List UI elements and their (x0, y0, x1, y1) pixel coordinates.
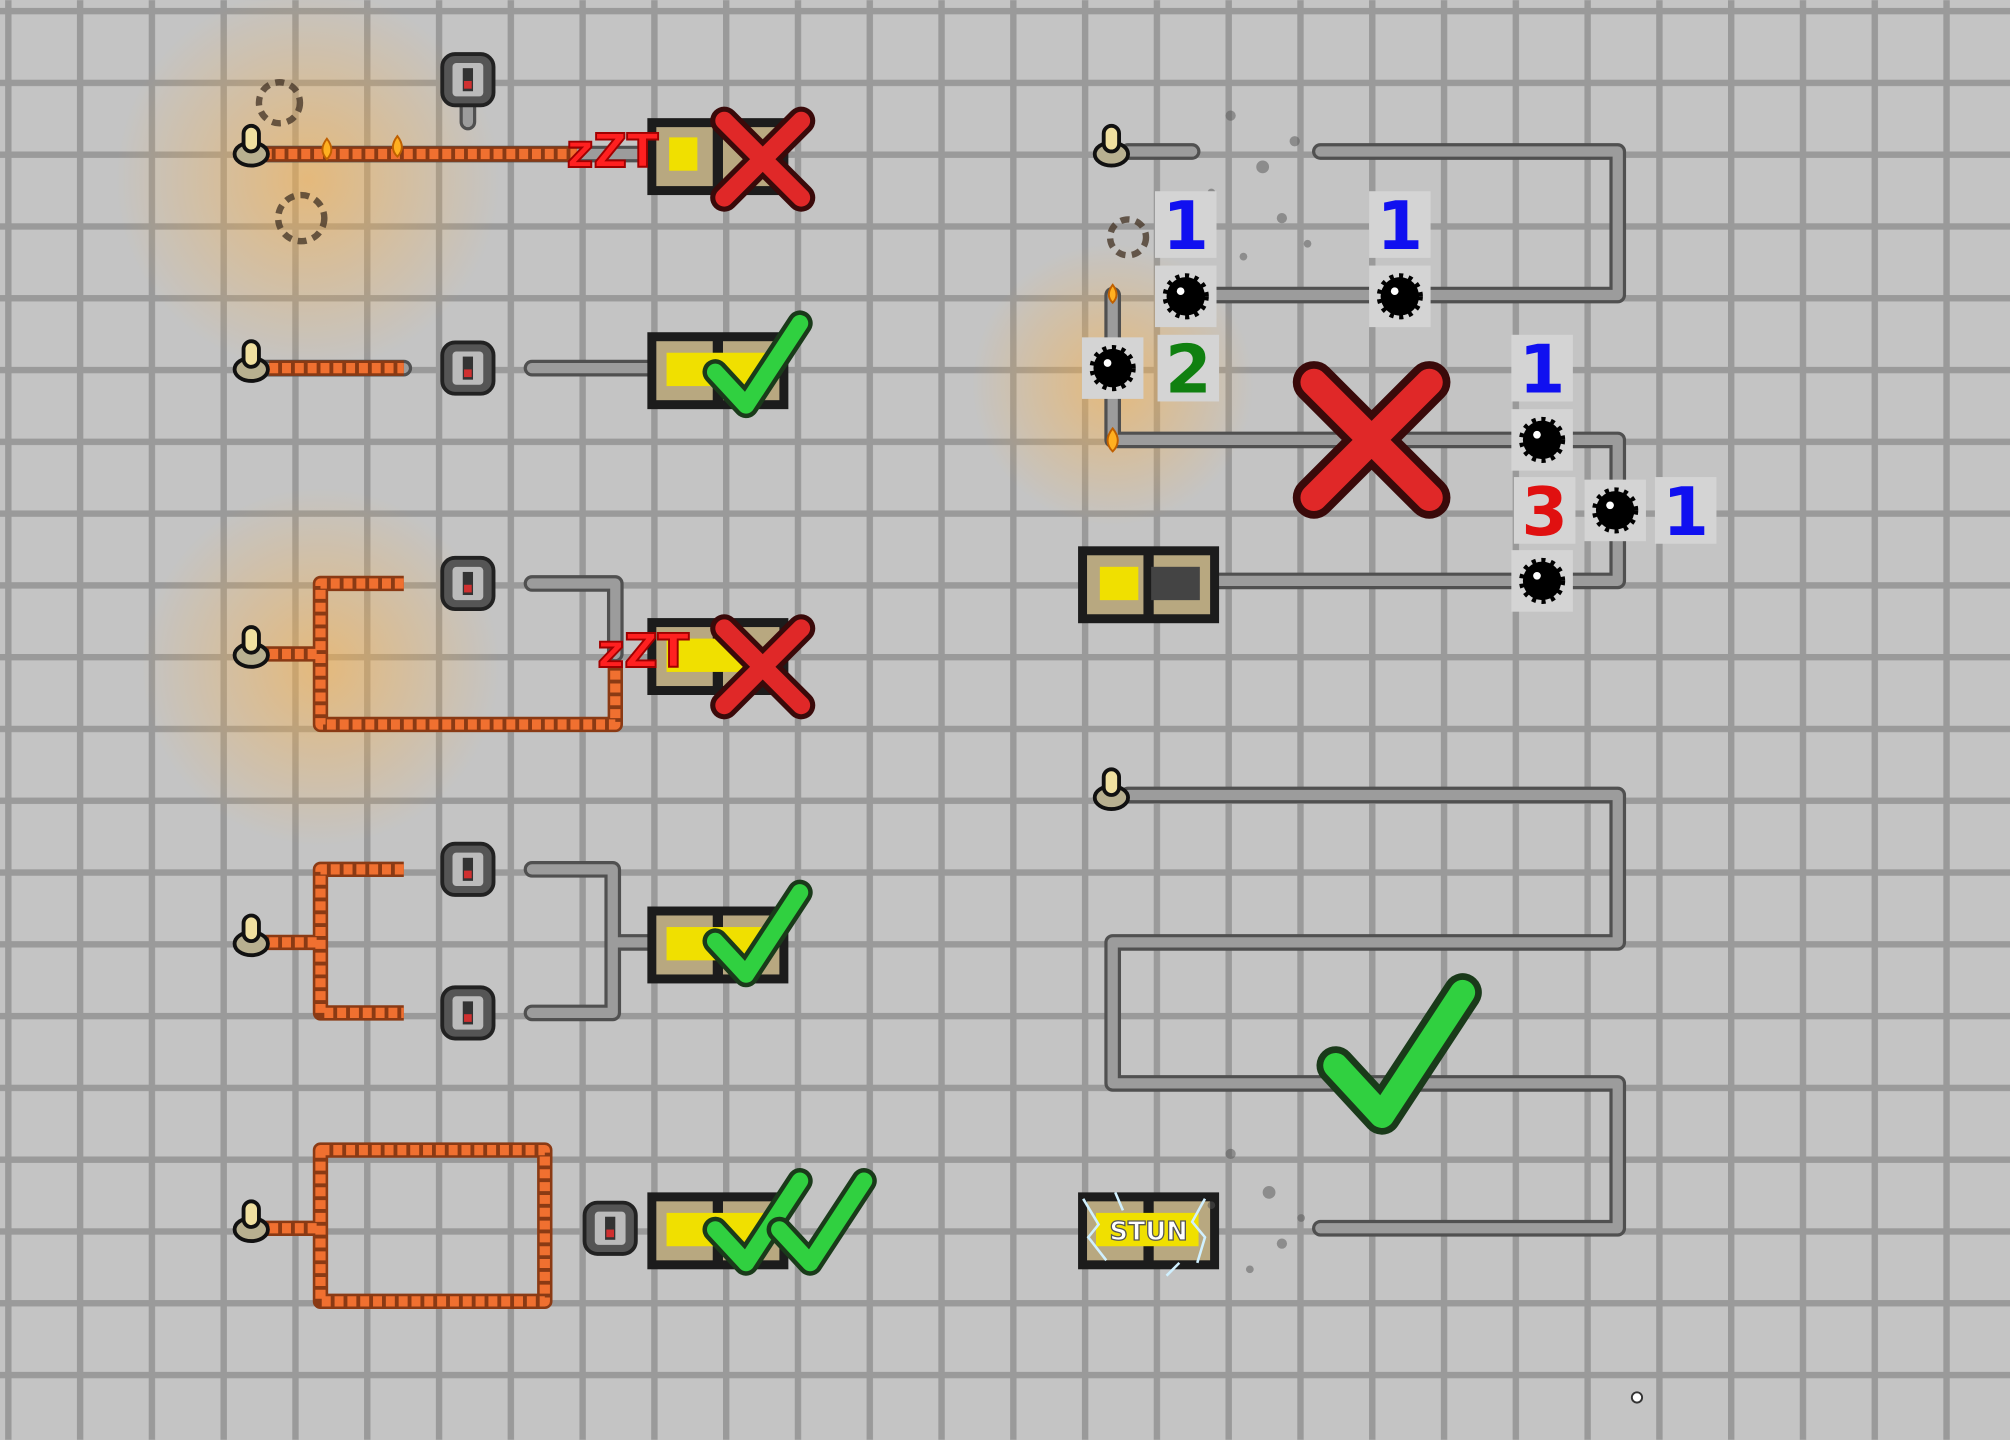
machine[interactable] (1078, 546, 1220, 624)
svg-text:1: 1 (1519, 330, 1565, 408)
stun-label: STUN (1109, 1217, 1187, 1247)
switch-icon[interactable] (440, 52, 496, 108)
number-tile: 3 (1513, 473, 1576, 551)
switch-icon[interactable] (440, 841, 496, 897)
svg-text:1: 1 (1662, 473, 1708, 551)
zzt-effect: zZT (567, 124, 659, 178)
mine-icon (1369, 266, 1431, 328)
switch-icon[interactable] (440, 985, 496, 1041)
svg-text:2: 2 (1165, 330, 1211, 408)
mine-icon (1511, 550, 1573, 612)
mine-icon (1511, 409, 1573, 471)
number-tile: 1 (1511, 330, 1573, 408)
svg-text:1: 1 (1377, 187, 1423, 265)
number-tile: 2 (1157, 330, 1220, 408)
number-tile: 1 (1654, 473, 1717, 551)
cursor (1630, 1391, 1644, 1404)
mine-icon (1584, 480, 1646, 542)
mine-icon (1082, 337, 1144, 399)
number-tile: 1 (1154, 187, 1217, 265)
svg-text:1: 1 (1163, 187, 1209, 265)
mine-icon (1155, 266, 1217, 328)
machine[interactable] (647, 118, 789, 196)
switch-icon[interactable] (440, 555, 496, 612)
switch-icon[interactable] (440, 340, 496, 396)
electric-sparks (1082, 1191, 1207, 1277)
dust-particles (1207, 110, 1312, 1274)
orange-cables (256, 146, 623, 1310)
footprints (255, 79, 1150, 259)
fire-glow (115, 0, 500, 372)
stunned-machine[interactable]: STUN (1078, 1191, 1220, 1277)
switch-icon[interactable] (582, 1200, 638, 1256)
fire-icon (321, 134, 1119, 453)
zzt-effect: zZT (597, 624, 689, 678)
svg-text:3: 3 (1521, 473, 1567, 551)
number-tile: 1 (1369, 187, 1431, 265)
